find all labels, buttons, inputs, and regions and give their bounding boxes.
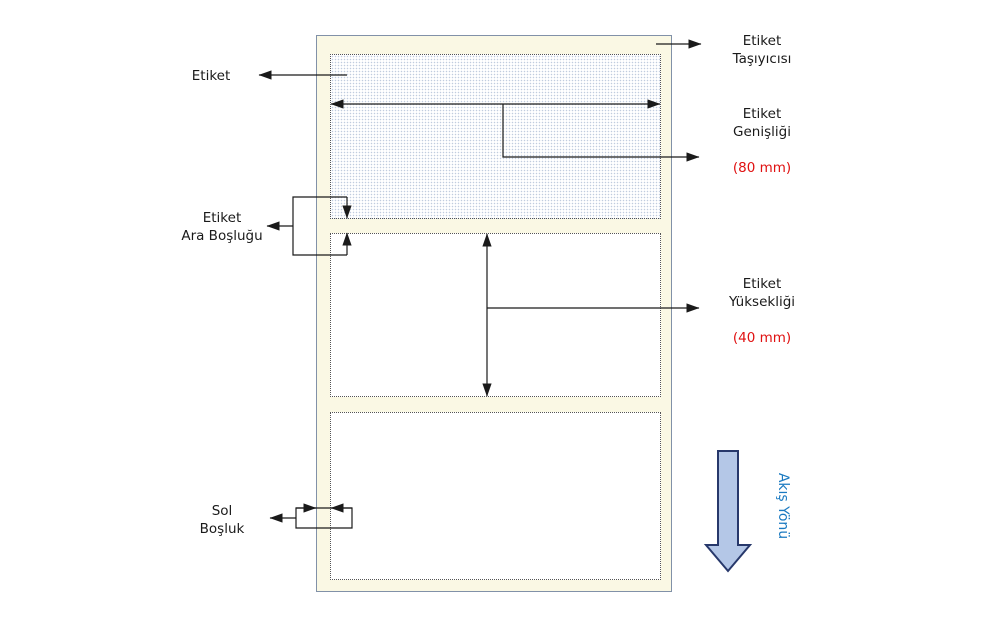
height-caption-value: (40 mm) [732, 330, 792, 346]
flow-direction-arrow [703, 450, 753, 573]
label-top [330, 54, 661, 219]
gap-caption: Etiket Ara Boşluğu [181, 210, 263, 244]
label-bottom [330, 412, 661, 580]
width-caption-title: Etiket Genişliği [733, 106, 791, 140]
carrier-caption: Etiket Taşıyıcısı [732, 33, 792, 67]
height-caption: Etiket Yüksekliği (40 mm) [729, 257, 795, 365]
width-caption-value: (80 mm) [732, 160, 792, 176]
height-caption-title: Etiket Yüksekliği [728, 276, 796, 310]
width-caption: Etiket Genişliği (80 mm) [733, 87, 791, 195]
label-caption: Etiket [191, 68, 231, 84]
left-margin-caption: Sol Boşluk [199, 503, 245, 537]
flow-direction-caption: Akış Yönü [775, 472, 791, 540]
label-middle [330, 233, 661, 397]
